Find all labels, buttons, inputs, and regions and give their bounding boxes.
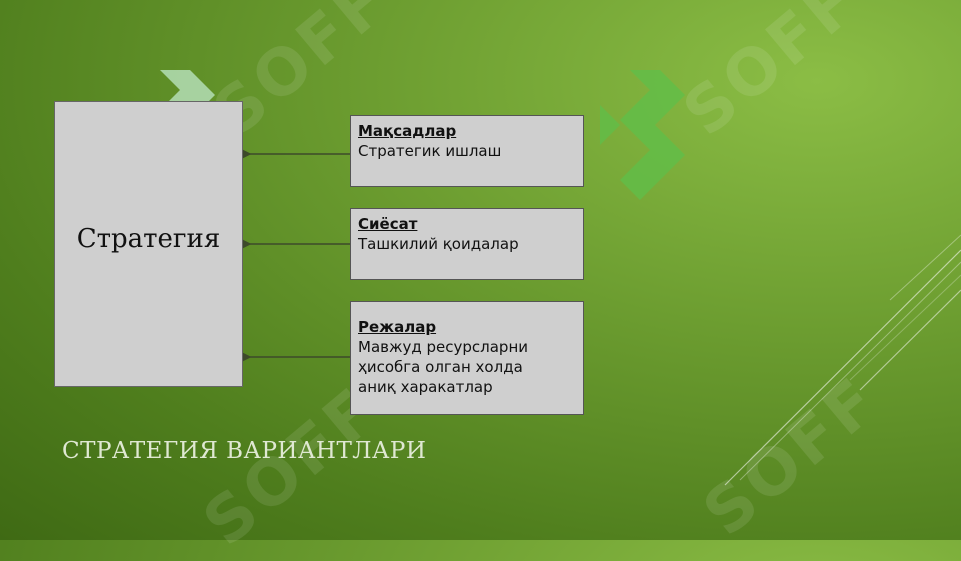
slide-title: СТРАТЕГИЯ ВАРИАНТЛАРИ: [62, 438, 427, 464]
goals-title: Мақсадлар: [358, 122, 457, 140]
policy-title: Сиёсат: [358, 215, 418, 233]
strategy-label: Стратегия: [76, 224, 221, 254]
strategy-box: Стратегия: [54, 101, 243, 387]
arrows-layer: [239, 148, 350, 363]
policy-text: Ташкилий қоидалар: [358, 235, 519, 253]
goals-box: Мақсадлар Стратегик ишлаш: [350, 115, 584, 187]
watermark-logo-icon: [600, 70, 685, 200]
plans-box: Режалар Мавжуд ресурсларни ҳисобга олган…: [350, 301, 584, 415]
decorative-lines: [0, 0, 961, 540]
goals-text: Стратегик ишлаш: [358, 142, 502, 160]
policy-box: Сиёсат Ташкилий қоидалар: [350, 208, 584, 280]
plans-text: Мавжуд ресурсларни ҳисобга олган холда а…: [358, 338, 529, 396]
plans-title: Режалар: [358, 318, 437, 336]
